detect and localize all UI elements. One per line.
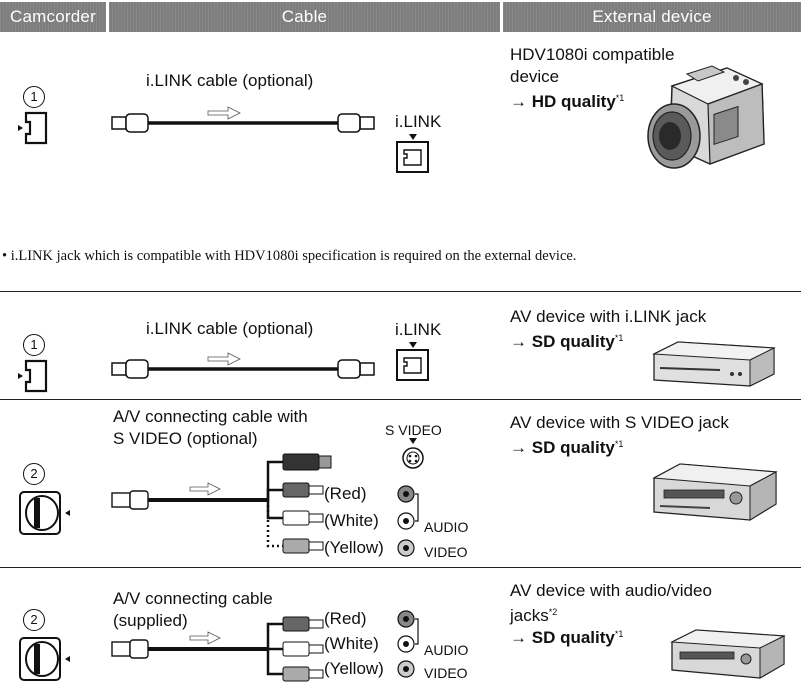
row3-plug-yellow: (Yellow) bbox=[324, 538, 384, 557]
row3-plug-red: (Red) bbox=[324, 484, 367, 503]
row2-cable-label: i.LINK cable (optional) bbox=[146, 319, 314, 338]
row4-device-line2: jacks*2 bbox=[510, 602, 557, 626]
device-footnote-ref: *2 bbox=[548, 607, 558, 617]
row1-ilink-jack-label: i.LINK bbox=[395, 112, 442, 131]
divider bbox=[0, 567, 801, 568]
av-cable-icon bbox=[111, 616, 324, 682]
row4-plug-yellow: (Yellow) bbox=[324, 659, 384, 678]
row3-quality: → SD quality*1 bbox=[510, 434, 623, 458]
arrow: → bbox=[510, 92, 527, 111]
ilink-port-icon bbox=[18, 359, 48, 393]
quality-label: SD quality bbox=[531, 628, 615, 647]
divider bbox=[0, 399, 801, 400]
row3-device-line1: AV device with S VIDEO jack bbox=[510, 413, 729, 432]
av-device-icon bbox=[652, 341, 776, 387]
quality-footnote-ref: *1 bbox=[614, 629, 624, 639]
port-marker-number: 2 bbox=[30, 466, 38, 481]
row2-ilink-jack-label: i.LINK bbox=[395, 320, 442, 339]
port-marker-number: 1 bbox=[30, 89, 38, 104]
arrow: → bbox=[510, 438, 527, 457]
row4-audio-label: AUDIO bbox=[424, 642, 469, 658]
divider bbox=[0, 291, 801, 292]
quality-footnote-ref: *1 bbox=[615, 93, 625, 103]
port-marker-number: 1 bbox=[30, 337, 38, 352]
vcr-device-icon bbox=[652, 463, 778, 521]
row4-cable-line1: A/V connecting cable bbox=[113, 589, 273, 608]
rca-jacks-icon bbox=[397, 485, 419, 557]
svideo-label: S VIDEO bbox=[385, 422, 442, 438]
header-cable: Cable bbox=[109, 2, 500, 32]
port-marker-1: 1 bbox=[23, 334, 45, 356]
row1-device-line2: device bbox=[510, 67, 560, 86]
ilink-cable-icon bbox=[111, 106, 375, 133]
av-remote-port-icon bbox=[19, 637, 70, 681]
arrow: → bbox=[510, 332, 527, 351]
hdv-camcorder-icon bbox=[647, 65, 765, 169]
device-line2-text: jacks bbox=[510, 606, 549, 625]
header-camcorder: Camcorder bbox=[0, 2, 106, 32]
port-marker-1: 1 bbox=[23, 86, 45, 108]
row1-cable-label: i.LINK cable (optional) bbox=[146, 71, 314, 90]
quality-label: SD quality bbox=[531, 438, 615, 457]
quality-label: SD quality bbox=[531, 332, 615, 351]
row4-plug-red: (Red) bbox=[324, 609, 367, 628]
row4-device-line1: AV device with audio/video bbox=[510, 581, 712, 600]
vcr-device-icon bbox=[670, 629, 786, 679]
row4-quality: → SD quality*1 bbox=[510, 624, 623, 648]
row3-cable-line1: A/V connecting cable with bbox=[113, 407, 308, 426]
av-svideo-cable-icon bbox=[111, 453, 332, 554]
row4-video-label: VIDEO bbox=[424, 665, 468, 681]
row3-video-label: VIDEO bbox=[424, 544, 468, 560]
row3-cable-line2: S VIDEO (optional) bbox=[113, 429, 258, 448]
header-external-device: External device bbox=[503, 2, 801, 32]
rca-jacks-icon bbox=[397, 610, 419, 678]
port-marker-2: 2 bbox=[23, 463, 45, 485]
arrow: → bbox=[510, 628, 527, 647]
ilink-jack-icon bbox=[396, 342, 429, 381]
quality-footnote-ref: *1 bbox=[614, 333, 624, 343]
row1-device-line1: HDV1080i compatible bbox=[510, 45, 675, 64]
av-remote-port-icon bbox=[19, 491, 70, 535]
row4-plug-white: (White) bbox=[324, 634, 379, 653]
row1-footnote: • i.LINK jack which is compatible with H… bbox=[2, 248, 577, 264]
quality-footnote-ref: *1 bbox=[614, 439, 624, 449]
header-camcorder-label: Camcorder bbox=[10, 7, 96, 26]
row2-quality: → SD quality*1 bbox=[510, 328, 623, 352]
row2-device-line1: AV device with i.LINK jack bbox=[510, 307, 707, 326]
row3-plug-white: (White) bbox=[324, 511, 379, 530]
port-marker-2: 2 bbox=[23, 609, 45, 631]
ilink-cable-icon bbox=[111, 352, 375, 379]
header-cable-label: Cable bbox=[281, 7, 328, 26]
row3-audio-label: AUDIO bbox=[424, 519, 469, 535]
port-marker-number: 2 bbox=[30, 612, 38, 627]
ilink-jack-icon bbox=[396, 134, 429, 173]
row4-cable-line2: (supplied) bbox=[113, 611, 188, 630]
ilink-port-icon bbox=[18, 111, 48, 145]
svideo-jack-icon bbox=[402, 438, 424, 469]
header-external-device-label: External device bbox=[592, 7, 712, 26]
row1-quality: → HD quality*1 bbox=[510, 88, 624, 112]
quality-label: HD quality bbox=[531, 92, 616, 111]
